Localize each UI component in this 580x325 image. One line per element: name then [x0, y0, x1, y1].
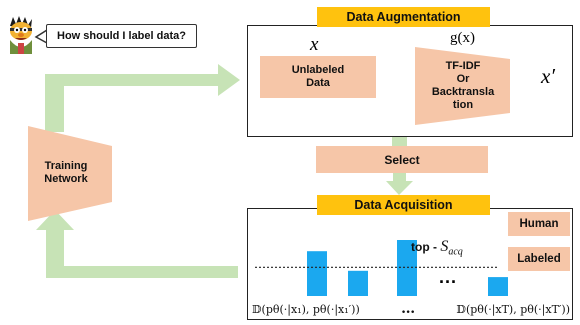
labeled-box: Labeled [508, 247, 570, 271]
speech-bubble-tail [34, 29, 48, 44]
formula-row: 𝔻(pθ(·|x₁), pθ(·|x₁′)) … 𝔻(pθ(·|xT), pθ(… [252, 300, 570, 318]
unlabeled-data-box: Unlabeled Data [260, 56, 376, 98]
transform-line-3: Backtransla [431, 86, 495, 98]
top-symbol: S [440, 238, 449, 255]
training-line-2: Network [44, 173, 88, 185]
arrow-training-to-augmentation [45, 64, 240, 132]
arrow-select-to-acquisition [386, 173, 413, 195]
acquisition-header: Data Acquisition [317, 195, 490, 215]
question-text: How should I label data? [57, 30, 186, 42]
transform-line-4: tion [452, 99, 474, 111]
unlabeled-line-1: Unlabeled [291, 64, 345, 76]
training-network-trapezoid [28, 126, 112, 221]
human-label: Human [519, 218, 559, 230]
top-s-label: top - Sacq [411, 238, 463, 257]
top-prefix: top - [411, 240, 437, 254]
transform-line-2: Or [456, 73, 470, 85]
labeled-label: Labeled [517, 253, 561, 265]
training-line-1: Training [44, 160, 88, 172]
select-box: Select [316, 146, 488, 173]
training-network-label: Training Network [28, 150, 104, 196]
input-symbol: x [310, 34, 319, 55]
bar-1 [307, 251, 327, 296]
top-sub: acq [448, 246, 463, 258]
output-symbol: x′ [541, 64, 555, 88]
bar-2 [348, 270, 368, 296]
formula-left: 𝔻(pθ(·|x₁), pθ(·|x₁′)) [252, 302, 360, 316]
acquisition-title: Data Acquisition [354, 198, 453, 212]
acquisition-bar-chart [255, 240, 508, 296]
augmentation-title: Data Augmentation [346, 10, 461, 24]
func-symbol: g(x) [450, 30, 475, 46]
arrow-augmentation-to-select [392, 137, 407, 147]
bars-ellipsis: ... [439, 267, 458, 287]
transform-label: TF-IDF Or Backtransla tion [418, 53, 508, 119]
user-avatar-icon [10, 16, 32, 54]
transform-line-1: TF-IDF [445, 60, 481, 72]
formula-mid: … [401, 301, 416, 317]
select-label: Select [384, 152, 420, 167]
arrow-acquisition-to-training [36, 210, 238, 278]
human-box: Human [508, 212, 570, 236]
formula-right: 𝔻(pθ(·|xT), pθ(·|xT′)) [456, 302, 570, 316]
bar-3 [397, 240, 417, 296]
augmentation-header: Data Augmentation [317, 7, 490, 27]
bar-4 [488, 277, 508, 296]
unlabeled-line-2: Data [306, 77, 330, 89]
transform-trapezoid [415, 47, 510, 125]
speech-bubble: How should I label data? [46, 24, 197, 48]
